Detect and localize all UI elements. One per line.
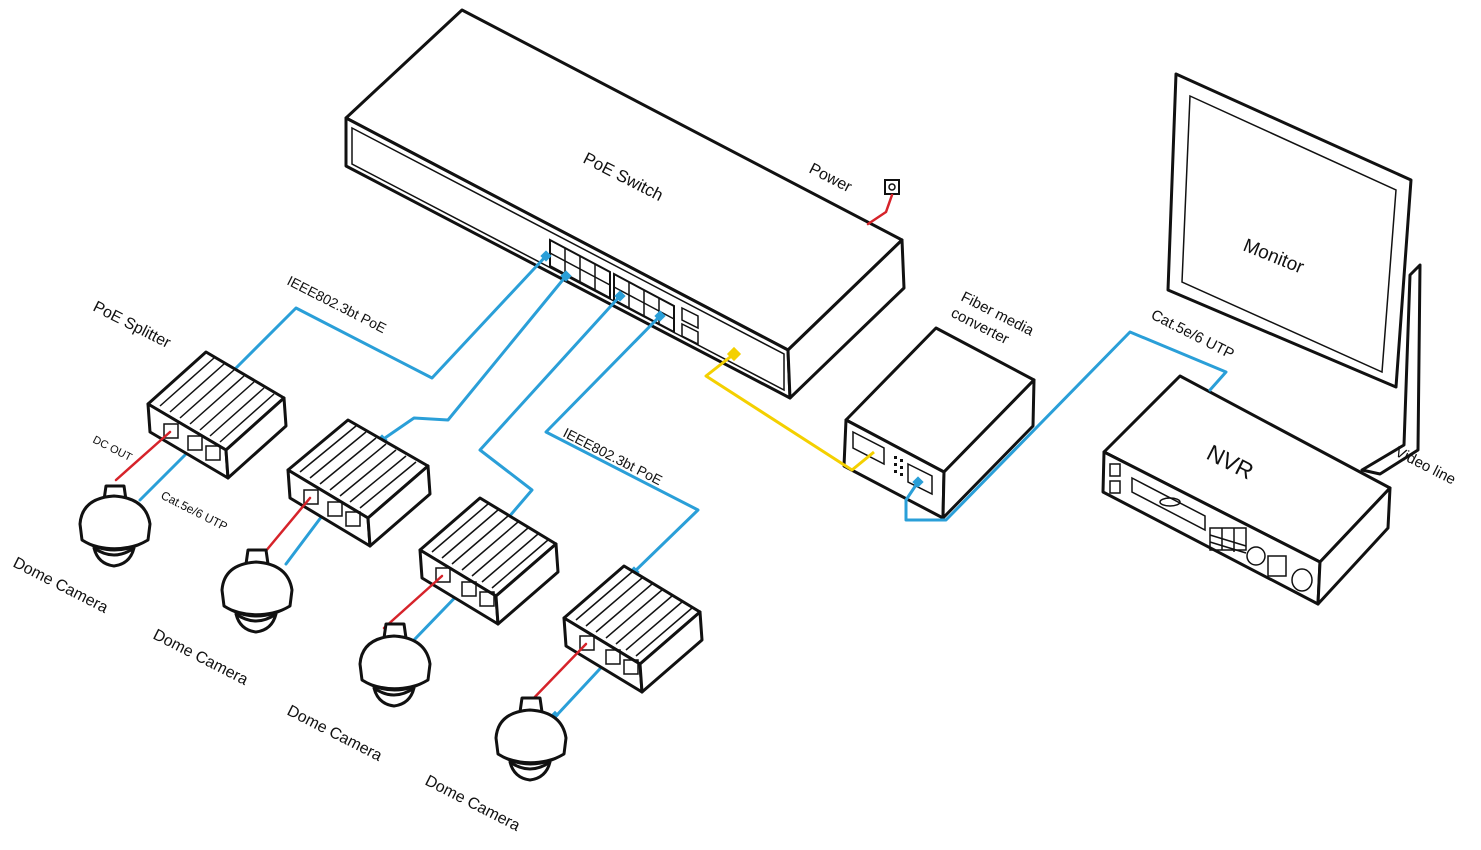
- splitter-fins: [299, 425, 417, 509]
- splitter-side: [494, 542, 560, 626]
- cable-switch-splitter1: [230, 254, 548, 380]
- converter-rj45-port: [907, 462, 933, 496]
- poe-splitter-2: [286, 418, 432, 548]
- splitter-lan-port-in: [327, 501, 343, 517]
- dome-camera-label-4: Dome Camera: [422, 772, 523, 834]
- converter-side: [941, 378, 1036, 520]
- splitter-dc-port: [435, 567, 451, 583]
- splitter-lan-port-out: [623, 659, 639, 675]
- converter-leds: [894, 456, 903, 476]
- dome-camera-2: [220, 548, 294, 634]
- cable-switch-splitter3: [478, 294, 622, 520]
- monitor-screen: [1181, 94, 1397, 374]
- nvr-side: [1316, 486, 1392, 606]
- power-outlet: [884, 179, 900, 195]
- converter-fiber-port: [852, 430, 885, 466]
- splitter-fins: [575, 571, 693, 657]
- switch-front-inset: [351, 126, 785, 392]
- splitter-fins: [431, 503, 549, 589]
- ieee-label-middle: IEEE802.3bt PoE: [561, 424, 665, 488]
- splitter-side: [224, 396, 288, 480]
- nvr-drive-slot: [1159, 497, 1181, 507]
- switch-sfp-ports: [681, 306, 699, 346]
- dc-cables: [114, 430, 588, 704]
- fiber-cable: [704, 352, 875, 472]
- blue-cables: [138, 250, 1228, 720]
- poe-splitter-4: [562, 564, 704, 694]
- splitter-lan-port-in: [461, 581, 477, 597]
- nvr-keypad: [1209, 527, 1247, 554]
- nvr-usb-port: [1109, 480, 1121, 494]
- switch-side: [786, 238, 906, 400]
- dome-camera-label-3: Dome Camera: [284, 702, 385, 764]
- dc-cable-1: [114, 430, 172, 482]
- cable-switch-splitter4: [544, 314, 700, 574]
- nvr: NVR: [1101, 374, 1392, 606]
- nvr-knob-small: [1246, 546, 1266, 566]
- nvr-nav-buttons: [1267, 555, 1287, 577]
- video-line-label: Video line: [1392, 443, 1458, 488]
- dome-camera-3: [358, 622, 432, 708]
- splitter-dc-port: [579, 635, 595, 651]
- poe-splitter-3: [418, 496, 560, 626]
- nvr-drive-bay: [1131, 476, 1206, 532]
- fiber-connector: [726, 346, 742, 362]
- splitter-lan-port-in: [187, 435, 203, 451]
- cable-converter-nvr: [904, 330, 1228, 522]
- dc-cable-3: [382, 574, 444, 630]
- splitter-lan-port-out: [479, 591, 495, 607]
- splitter-lan-port-out: [345, 511, 361, 527]
- power-cable: [866, 193, 894, 226]
- nvr-power-button: [1109, 463, 1121, 477]
- nvr-jog-dial: [1291, 568, 1313, 592]
- poe-splitter-label: PoE Splitter: [90, 298, 174, 352]
- power-label: Power: [806, 160, 855, 196]
- fiber-media-converter: [842, 326, 1036, 520]
- monitor-bezel: [1166, 72, 1413, 389]
- splitter-side: [366, 464, 432, 548]
- dc-cable-4: [528, 642, 588, 704]
- dc-out-label: DC OUT: [91, 434, 134, 464]
- dome-camera-1: [78, 484, 152, 568]
- dome-camera-4: [494, 696, 568, 782]
- poe-switch: PoE Switch: [344, 8, 906, 400]
- monitor: Monitor: [1166, 72, 1422, 476]
- dc-cable-2: [258, 496, 312, 560]
- ieee-label-top: IEEE802.3bt PoE: [285, 272, 389, 336]
- splitter-side: [638, 610, 704, 694]
- splitter-dc-port: [163, 423, 179, 439]
- splitter-lan-port-in: [605, 649, 621, 665]
- cable-switch-splitter2: [380, 274, 568, 442]
- switch-port-block-a: [549, 238, 611, 300]
- splitter-lan-port-out: [205, 445, 221, 461]
- dome-camera-label-2: Dome Camera: [150, 626, 251, 688]
- splitter-dc-port: [303, 489, 319, 505]
- poe-splitter-1: [146, 350, 288, 480]
- cable-splitter1-camera: [138, 444, 196, 502]
- splitter-fins: [159, 357, 275, 443]
- dome-camera-label-1: Dome Camera: [10, 554, 111, 616]
- cat-splitter-label: Cat.5e/6 UTP: [159, 488, 230, 533]
- monitor-stand: [1360, 263, 1422, 476]
